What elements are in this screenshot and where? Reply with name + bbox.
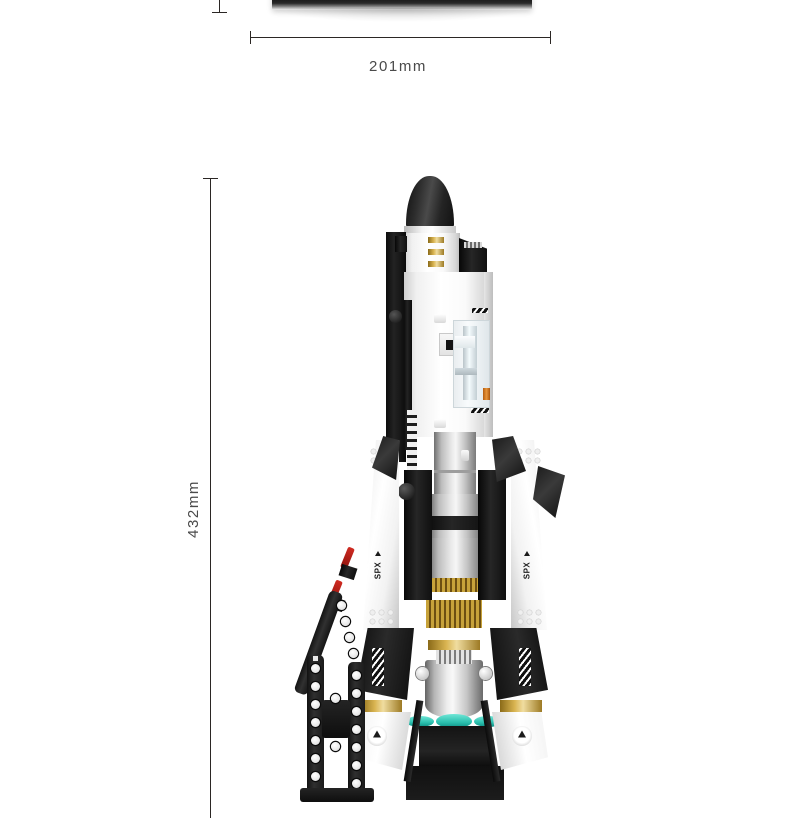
turbopump-ribs-2: [426, 600, 482, 628]
tower-right-hole-2: [352, 689, 361, 698]
width-dimension-cap-right: [550, 31, 551, 44]
hazard-decal-upper: [472, 308, 488, 313]
height-dimension-line: [210, 178, 211, 818]
brand-mark-right: [524, 551, 530, 556]
baseplate-thickness-cap: [212, 12, 227, 13]
engine-throat-vents: [436, 648, 472, 664]
leg-gold-band-left: [360, 700, 402, 712]
width-dimension-cap-left: [250, 31, 251, 44]
product-photo-stage: 201mm 432mm: [0, 0, 800, 800]
engine-pin-right: [479, 667, 492, 680]
landing-foot-logo-left: [367, 726, 387, 746]
mid-hinge-knob: [389, 310, 402, 323]
upper-gold-tile-1: [428, 237, 444, 243]
tower-arm-hole-1: [337, 601, 346, 610]
tower-right-hole-7: [352, 779, 361, 788]
engine-gold-collar: [428, 640, 480, 650]
mid-left-rail: [404, 300, 412, 450]
booster-upper-tab: [461, 450, 469, 461]
tower-arm-hole-2: [341, 617, 350, 626]
leg-hazard-right: [519, 648, 531, 686]
leg-gold-band-right: [500, 700, 542, 712]
tower-beam-left: [307, 655, 324, 800]
rocket-model: SPX SPX: [0, 0, 800, 800]
landing-leg-left: [356, 628, 414, 700]
booster-lower-cylinder: [429, 538, 481, 578]
nose-cone: [406, 176, 454, 228]
tower-left-hole-5: [311, 736, 320, 745]
tower-arm-hole-4: [349, 649, 358, 658]
tower-right-hole-6: [352, 761, 361, 770]
tower-left-hole-2: [311, 682, 320, 691]
tower-top-cross-icon: [313, 656, 318, 661]
engine-shroud-base: [406, 766, 504, 800]
tower-right-hole-5: [352, 743, 361, 752]
tower-right-hole-4: [352, 725, 361, 734]
exhaust-glow-center: [436, 714, 472, 728]
antenna-nub: [434, 314, 446, 323]
fin-left-studs-lower: [368, 608, 394, 626]
hatch-window: [446, 340, 457, 350]
tower-left-hole-6: [311, 754, 320, 763]
tank-band-lower: [455, 368, 477, 375]
booster-mid-collar: [424, 516, 486, 530]
baseplate-thickness-line: [219, 0, 220, 12]
engine-bell: [425, 660, 483, 718]
antenna-nub-2: [434, 419, 446, 428]
brand-text-left: SPX: [373, 561, 383, 580]
tower-right-hole-1: [352, 671, 361, 680]
upper-gold-tile-2: [428, 249, 444, 255]
baseplate-shadow: [266, 8, 538, 22]
tower-crossbar-hole-1: [331, 694, 340, 703]
hazard-decal-mid: [471, 407, 489, 413]
tank-band-upper: [455, 336, 475, 348]
booster-upper-seam: [434, 470, 476, 473]
machinery-right: [478, 470, 506, 600]
tower-left-hole-7: [311, 772, 320, 781]
upper-left-spine: [386, 232, 406, 462]
display-baseplate: [272, 0, 532, 10]
tank-orange-clip: [483, 388, 490, 400]
tower-arm-hole-3: [345, 633, 354, 642]
upper-left-greeble: [395, 236, 407, 252]
tower-crossbar: [322, 700, 350, 738]
tower-crossbar-hole-2: [331, 742, 340, 751]
landing-foot-logo-right: [512, 726, 532, 746]
upper-right-vents: [464, 242, 482, 248]
tower-right-hole-3: [352, 707, 361, 716]
booster-upper-cylinder: [434, 432, 476, 494]
leg-hazard-left: [372, 648, 384, 686]
brand-text-right: SPX: [522, 561, 532, 580]
antenna-base-upper: [338, 563, 358, 581]
engine-pin-left: [416, 667, 429, 680]
fin-right-studs-lower: [516, 608, 542, 626]
machinery-knob: [398, 483, 415, 500]
brand-mark-left: [375, 551, 381, 556]
turbopump-ribs: [432, 578, 478, 592]
nose-collar: [404, 226, 456, 233]
tower-left-hole-1: [311, 664, 320, 673]
width-dimension-line: [250, 37, 550, 38]
tower-left-hole-4: [311, 718, 320, 727]
tower-left-hole-3: [311, 700, 320, 709]
upper-gold-tile-3: [428, 261, 444, 267]
tower-base-foot: [300, 788, 374, 802]
engine-shroud: [419, 726, 491, 768]
width-dimension-label: 201mm: [369, 58, 428, 75]
